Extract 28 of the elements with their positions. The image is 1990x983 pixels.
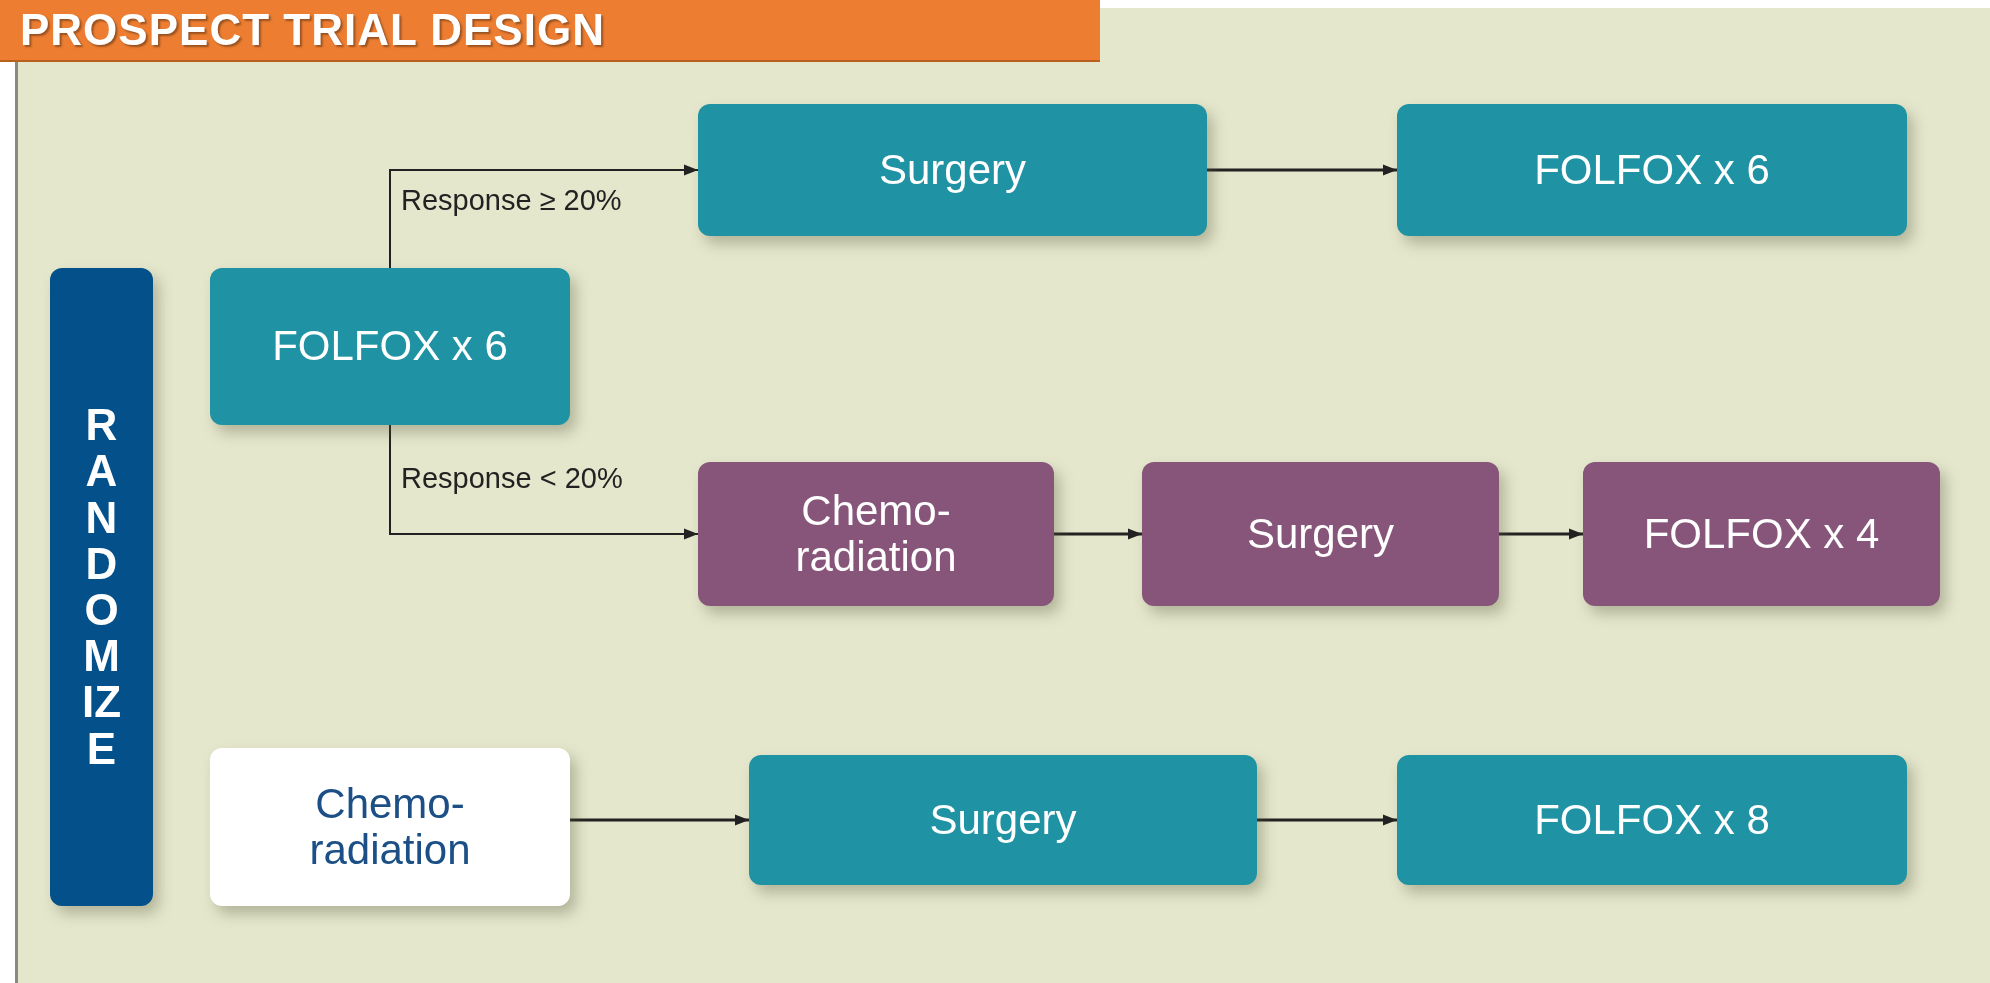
- arrow: [389, 424, 699, 540]
- process-box: [210, 748, 570, 906]
- box-text: Surgery: [929, 796, 1077, 844]
- box-text: Chemo- radiation: [308, 780, 472, 874]
- box-text: Surgery: [878, 146, 1027, 194]
- arrow: [1207, 164, 1397, 176]
- process-box: [698, 462, 1054, 606]
- arrow: [1257, 814, 1397, 826]
- box-text: Chemo- radiation: [794, 487, 958, 581]
- process-box: [1397, 104, 1907, 236]
- randomize-bar: [50, 268, 153, 906]
- box-text: FOLFOX x 4: [1643, 510, 1880, 558]
- box-text: RANDOMIZE: [80, 402, 123, 772]
- box-text: FOLFOX x 8: [1534, 796, 1770, 844]
- box-text: FOLFOX x 6: [1534, 146, 1770, 194]
- process-box: [210, 268, 570, 425]
- arrow: [1054, 528, 1142, 540]
- title: PROSPECT TRIAL DESIGN: [20, 5, 605, 55]
- box-text: Surgery: [1246, 510, 1395, 558]
- process-box: [698, 104, 1207, 236]
- box-text: FOLFOX x 6: [272, 323, 508, 370]
- arrow: [1499, 528, 1583, 540]
- process-box: [1397, 755, 1907, 885]
- arrow: [570, 814, 749, 826]
- process-box: [749, 755, 1257, 885]
- arrow: [389, 164, 699, 269]
- process-box: [1142, 462, 1499, 606]
- process-box: [1583, 462, 1940, 606]
